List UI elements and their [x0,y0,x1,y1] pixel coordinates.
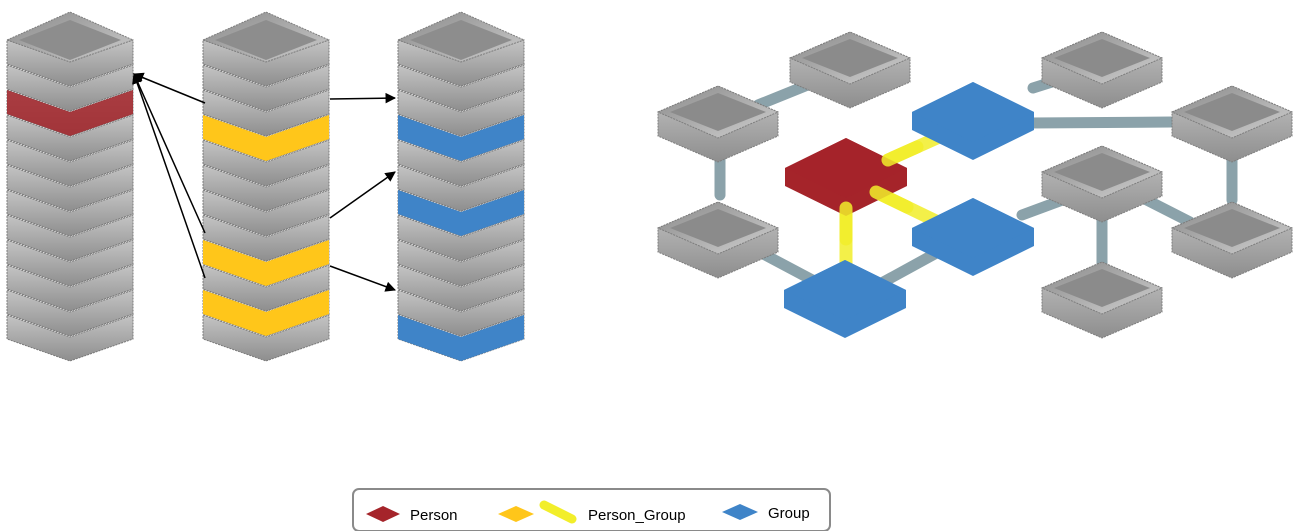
legend-person-icon [366,506,400,522]
person-group-table-column [201,11,331,362]
table-row-slab [202,314,330,362]
lookup-arrow [329,265,396,292]
legend: Person Person_Group Group [352,488,831,531]
group-node-top [784,260,906,320]
lookup-arrow [329,171,396,219]
lookup-arrow [133,73,206,234]
legend-person-group-icon [498,506,534,522]
lookup-arrow [132,73,206,279]
legend-group-label: Group [768,505,810,522]
person-group-row-highlight [203,115,329,161]
table-row-slab [397,214,525,262]
lookup-arrow [133,72,206,104]
graph-edge [872,245,946,291]
table-row-slab [6,214,134,262]
table-row-slab [6,289,134,337]
person-group-row-highlight [203,290,329,336]
table-row-slab [6,64,134,112]
table-row-slab [202,164,330,212]
lookup-arrows [132,72,397,292]
person-group-edge-overlay [881,140,924,167]
legend-person-label: Person [410,507,458,524]
legend-box [352,488,831,531]
table-row-slab [397,264,525,312]
table-row-slab [6,139,134,187]
gray-table-node-inner [670,93,766,131]
group-node-top [912,198,1034,258]
person-table-column [5,11,135,362]
person-group-edge-overlay [869,185,914,214]
table-row-slab [202,264,330,312]
legend-person-group-link-icon [539,500,577,524]
table-row-slab [6,314,134,362]
lookup-arrow [329,92,397,104]
table-row-slab [397,289,525,337]
legend-group-icon [722,504,758,520]
table-row-slab [6,189,134,237]
table-row-slab [397,164,525,212]
table-row-slab [397,64,525,112]
group-row-highlight [398,115,524,161]
table-row-slab [202,214,330,262]
table-row-slab [397,139,525,187]
gray-table-node-inner [1054,269,1150,307]
table-row-slab [6,39,134,87]
person-node-top [785,138,907,198]
table-row-slab [202,39,330,87]
group-row-highlight [398,190,524,236]
table-row-slab [202,64,330,112]
table-row-slab [397,39,525,87]
table-row-slab [202,139,330,187]
gray-table-node-inner [802,39,898,77]
gray-table-node-inner [670,209,766,247]
table-row-slab [202,89,330,137]
legend-person-group-label: Person_Group [588,507,686,524]
group-table-column [396,11,526,362]
table-cap-inner [410,20,512,60]
gray-table-node-inner [1054,153,1150,191]
gray-table-node-inner [1184,93,1280,131]
table-row-slab [397,89,525,137]
group-row-highlight [398,315,524,361]
person-row-highlight [7,90,133,136]
person-group-row-highlight [203,240,329,286]
table-row-slab [6,114,134,162]
table-row-slab [6,239,134,287]
graph-edge [1024,116,1178,129]
table-cap-inner [19,20,121,60]
group-node-top [912,82,1034,142]
gray-table-node-inner [1054,39,1150,77]
table-row-slab [6,164,134,212]
table-row-slab [6,264,134,312]
gray-table-node-inner [1184,209,1280,247]
table-cap-inner [215,20,317,60]
table-row-slab [397,239,525,287]
table-row-slab [202,189,330,237]
graph-nodes [656,31,1294,339]
